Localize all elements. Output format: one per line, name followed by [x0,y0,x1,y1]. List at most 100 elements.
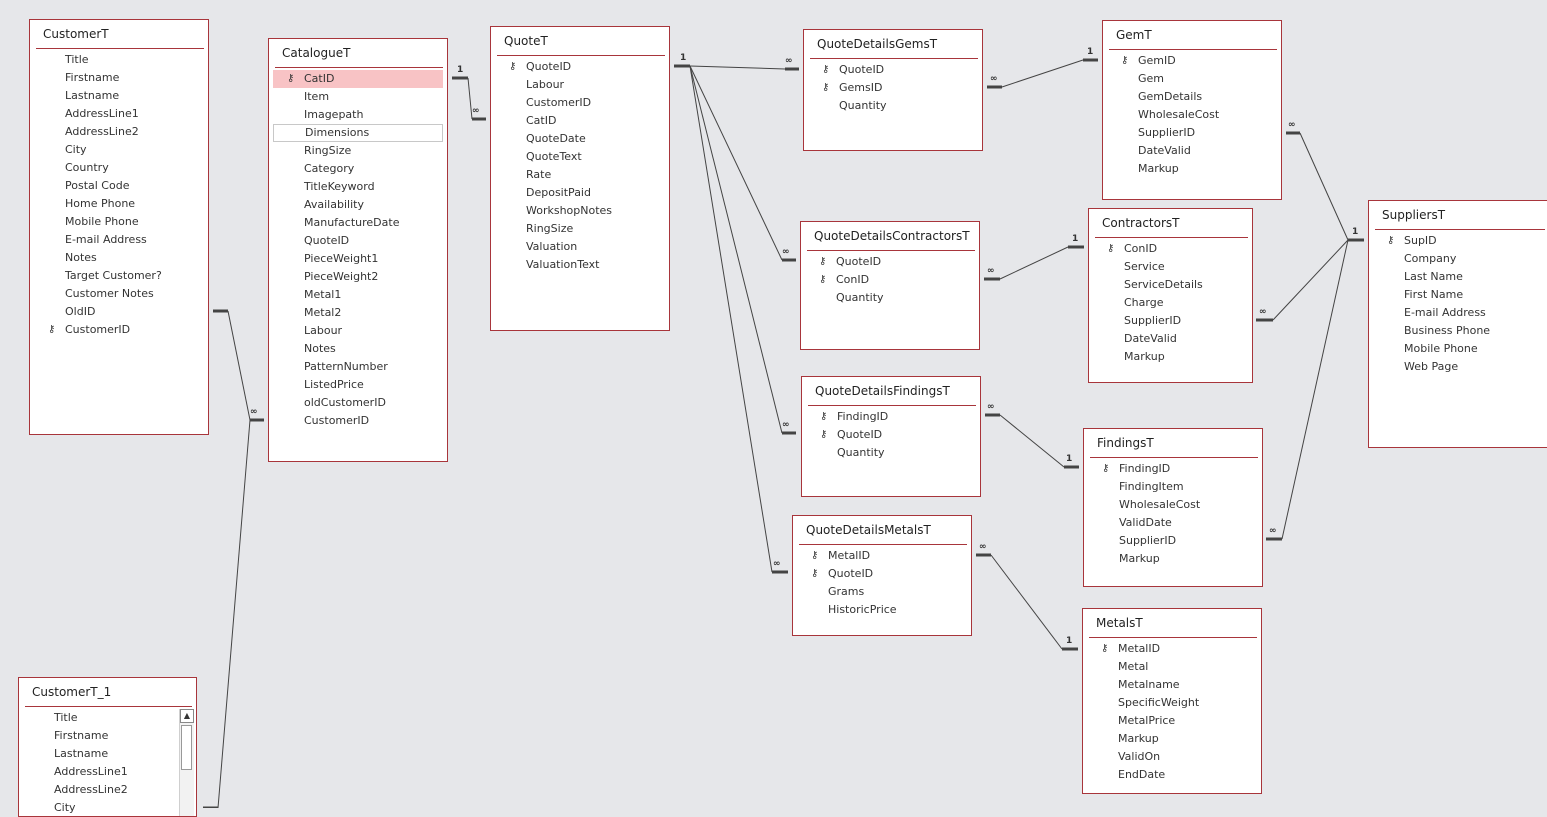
field-row[interactable]: Rate [495,166,665,184]
field-row[interactable]: Labour [273,322,443,340]
table-title[interactable]: QuoteDetailsGemsT [817,37,938,51]
table-title[interactable]: GemT [1116,28,1152,42]
field-row[interactable]: First Name [1373,286,1545,304]
field-row[interactable]: Notes [34,249,204,267]
field-row[interactable]: Title [34,51,204,69]
field-row[interactable]: PieceWeight1 [273,250,443,268]
field-row[interactable]: ⚷SupID [1373,232,1545,250]
table-title[interactable]: CatalogueT [282,46,351,60]
field-row[interactable]: GemDetails [1107,88,1277,106]
field-row[interactable]: ⚷ConID [1093,240,1248,258]
field-row[interactable]: ServiceDetails [1093,276,1248,294]
field-row[interactable]: DepositPaid [495,184,665,202]
field-row[interactable]: Dimensions [273,124,443,142]
field-row[interactable]: Lastname [34,87,204,105]
field-row[interactable]: Metalname [1087,676,1257,694]
field-row[interactable]: HistoricPrice [797,601,967,619]
field-row[interactable]: Labour [495,76,665,94]
field-row[interactable]: City [34,141,204,159]
field-row[interactable]: ValidOn [1087,748,1257,766]
field-row[interactable]: QuoteText [495,148,665,166]
vertical-scrollbar[interactable]: ▲ [179,709,194,816]
field-row[interactable]: ⚷CatID [273,70,443,88]
field-row[interactable]: Home Phone [34,195,204,213]
field-row[interactable]: Grams [797,583,967,601]
field-row[interactable]: ⚷MetalID [1087,640,1257,658]
field-row[interactable]: Mobile Phone [1373,340,1545,358]
field-row[interactable]: WholesaleCost [1088,496,1258,514]
table-title[interactable]: QuoteDetailsContractorsT [814,229,970,243]
field-row[interactable]: CustomerID [495,94,665,112]
field-row[interactable]: SupplierID [1093,312,1248,330]
field-row[interactable]: ⚷GemsID [808,79,978,97]
field-row[interactable]: PatternNumber [273,358,443,376]
table-title[interactable]: QuoteDetailsFindingsT [815,384,950,398]
field-row[interactable]: CatID [495,112,665,130]
field-row[interactable]: Metal [1087,658,1257,676]
field-row[interactable]: Gem [1107,70,1277,88]
field-row[interactable]: AddressLine1 [23,763,176,781]
field-row[interactable]: Item [273,88,443,106]
field-row[interactable]: Quantity [808,97,978,115]
field-row[interactable]: Web Page [1373,358,1545,376]
field-row[interactable]: Markup [1093,348,1248,366]
field-row[interactable]: ⚷QuoteID [805,253,975,271]
field-row[interactable]: PieceWeight2 [273,268,443,286]
field-row[interactable]: AddressLine1 [34,105,204,123]
field-row[interactable]: QuoteID [273,232,443,250]
field-row[interactable]: oldCustomerID [273,394,443,412]
field-row[interactable]: Firstname [23,727,176,745]
table-title[interactable]: MetalsT [1096,616,1143,630]
field-row[interactable]: Quantity [805,289,975,307]
table-title[interactable]: CustomerT_1 [32,685,112,699]
field-row[interactable]: AddressLine2 [34,123,204,141]
field-row[interactable]: Postal Code [34,177,204,195]
field-row[interactable]: TitleKeyword [273,178,443,196]
field-row[interactable]: Charge [1093,294,1248,312]
table-title[interactable]: QuoteT [504,34,548,48]
field-row[interactable]: Lastname [23,745,176,763]
field-row[interactable]: FindingItem [1088,478,1258,496]
field-row[interactable]: Markup [1087,730,1257,748]
field-row[interactable]: Mobile Phone [34,213,204,231]
field-row[interactable]: ⚷QuoteID [806,426,976,444]
field-row[interactable]: Metal2 [273,304,443,322]
field-row[interactable]: Last Name [1373,268,1545,286]
field-row[interactable]: RingSize [273,142,443,160]
field-row[interactable]: DateValid [1107,142,1277,160]
field-row[interactable]: Quantity [806,444,976,462]
field-row[interactable]: EndDate [1087,766,1257,784]
field-row[interactable]: ValidDate [1088,514,1258,532]
field-row[interactable]: Imagepath [273,106,443,124]
table-title[interactable]: SuppliersT [1382,208,1446,222]
field-row[interactable]: Category [273,160,443,178]
field-row[interactable]: AddressLine2 [23,781,176,799]
field-row[interactable]: SpecificWeight [1087,694,1257,712]
field-row[interactable]: Business Phone [1373,322,1545,340]
field-row[interactable]: ListedPrice [273,376,443,394]
field-row[interactable]: Metal1 [273,286,443,304]
field-row[interactable]: WorkshopNotes [495,202,665,220]
field-row[interactable]: ⚷CustomerID [34,321,204,339]
field-row[interactable]: Service [1093,258,1248,276]
field-row[interactable]: Availability [273,196,443,214]
field-row[interactable]: ⚷QuoteID [495,58,665,76]
field-row[interactable]: CustomerID [273,412,443,430]
field-row[interactable]: E-mail Address [34,231,204,249]
field-row[interactable]: DateValid [1093,330,1248,348]
field-row[interactable]: E-mail Address [1373,304,1545,322]
field-row[interactable]: Firstname [34,69,204,87]
field-row[interactable]: ⚷ConID [805,271,975,289]
field-row[interactable]: ⚷FindingID [1088,460,1258,478]
